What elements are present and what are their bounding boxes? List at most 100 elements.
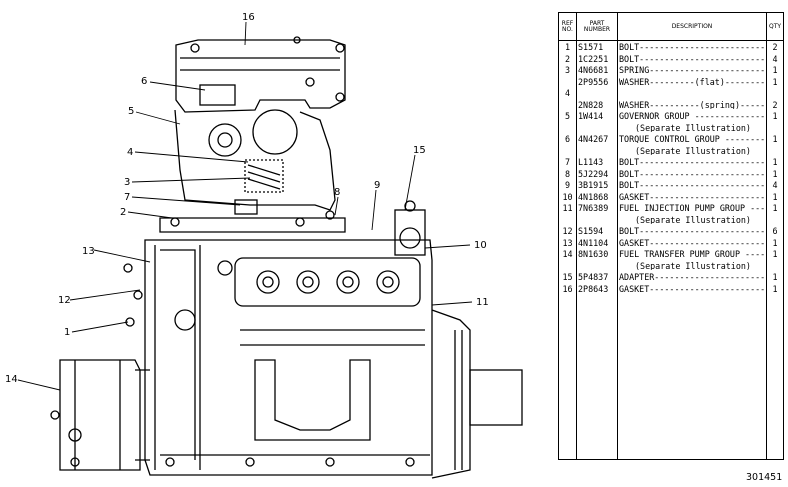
- description-cell: BOLT-----------------------------: [619, 181, 767, 190]
- part-number-cell: 4N6681: [578, 66, 609, 75]
- qty-cell: 1: [772, 284, 778, 293]
- description-cell: SPRING---------------------------: [619, 66, 767, 75]
- table-row: (Separate Illustration): [559, 147, 783, 158]
- header-ref-text: REF NO.: [561, 19, 574, 33]
- callout-15: 15: [413, 145, 426, 156]
- ref-cell: 11: [562, 204, 573, 213]
- ref-cell: 1: [564, 43, 571, 52]
- callout-2: 2: [120, 207, 126, 218]
- table-row: 2 1C2251 BOLT-----------------------------…: [559, 55, 783, 66]
- description-cell: (Separate Illustration): [635, 215, 751, 224]
- governor-top-cover: [175, 39, 346, 113]
- qty-cell: 6: [772, 227, 778, 236]
- pump-assembly-drawing: 16 6 5 4 3 7 2 13 12 1 14 15 8 9 10 11: [5, 12, 523, 479]
- description-cell: ADAPTER--------------------------: [619, 273, 767, 282]
- qty-cell: 1: [772, 158, 778, 167]
- header-desc-text: DESCRIPTION: [671, 22, 713, 30]
- table-row: 4: [559, 89, 783, 100]
- description-cell: GASKET---------------------------: [619, 238, 767, 247]
- description-cell: (Separate Illustration): [635, 123, 751, 132]
- table-row: 16 2P8643 GASKET--------------------------…: [559, 285, 783, 296]
- qty-cell: 1: [772, 273, 778, 282]
- column-divider: [617, 13, 618, 459]
- part-number-cell: 4N1104: [578, 238, 609, 247]
- ref-cell: 4: [564, 89, 571, 98]
- callout-13: 13: [82, 246, 95, 257]
- part-number-cell: 2P9556: [578, 77, 609, 86]
- callout-3: 3: [124, 177, 130, 188]
- description-cell: BOLT-----------------------------: [619, 227, 767, 236]
- qty-cell: 1: [772, 204, 778, 213]
- description-cell: (Separate Illustration): [635, 261, 751, 270]
- table-row: 12 S1594 BOLT-----------------------------…: [559, 227, 783, 238]
- ref-cell: 6: [564, 135, 571, 144]
- description-cell: GASKET---------------------------: [619, 284, 767, 293]
- qty-cell: 4: [772, 54, 778, 63]
- drive-end-flange: [431, 309, 471, 479]
- table-row: 85J2294BOLT-----------------------------…: [559, 170, 783, 181]
- callout-1: 1: [64, 327, 70, 338]
- description-cell: (Separate Illustration): [635, 146, 751, 155]
- table-header: REF NO. PART NUMBER DESCRIPTION QTY: [559, 13, 783, 41]
- header-part-text: PART NUMBER: [583, 19, 611, 33]
- table-row: 34N6681SPRING---------------------------…: [559, 66, 783, 77]
- part-number-cell: L1143: [578, 158, 604, 167]
- ref-cell: 15: [562, 273, 573, 282]
- callout-5: 5: [128, 106, 134, 117]
- qty-cell: 1: [772, 112, 778, 121]
- ref-cell: 2: [564, 54, 571, 63]
- qty-cell: 1: [772, 66, 778, 75]
- part-number-cell: 3B1915: [578, 181, 609, 190]
- part-number-cell: 4N4267: [578, 135, 609, 144]
- header-description: DESCRIPTION: [618, 13, 766, 40]
- description-cell: BOLT-----------------------------: [619, 169, 767, 178]
- adapter-fitting: [394, 209, 426, 256]
- table-row: 7 L1143 BOLT----------------------------- 1: [559, 158, 783, 169]
- qty-cell: 1: [772, 250, 778, 259]
- exploded-view-illustration: 16 6 5 4 3 7 2 13 12 1 14 15 8 9 10 11: [5, 12, 523, 479]
- table-row: 104N1868GASKET--------------------------…: [559, 193, 783, 204]
- description-cell: GASKET---------------------------: [619, 192, 767, 201]
- qty-cell: 4: [772, 181, 778, 190]
- header-ref-no: REF NO.: [559, 13, 576, 40]
- description-cell: BOLT-----------------------------: [619, 54, 767, 63]
- part-number-cell: 1C2251: [578, 54, 609, 63]
- part-number-cell: 1W414: [578, 112, 604, 121]
- cover-ribs: [180, 57, 340, 71]
- table-row: (Separate Illustration): [559, 216, 783, 227]
- housing-lower-cavity: [254, 359, 371, 441]
- qty-cell: 1: [772, 77, 778, 86]
- table-row: (Separate Illustration): [559, 124, 783, 135]
- table-row: 93B1915BOLT-----------------------------…: [559, 181, 783, 192]
- part-number-cell: 7N6389: [578, 204, 609, 213]
- callout-16: 16: [242, 12, 255, 23]
- description-cell: BOLT-----------------------------: [619, 43, 767, 52]
- part-number-cell: S1594: [578, 227, 604, 236]
- part-number-cell: 8N1630: [578, 250, 609, 259]
- table-row: 134N1104GASKET--------------------------…: [559, 239, 783, 250]
- qty-cell: 1: [772, 192, 778, 201]
- drive-shaft: [469, 369, 523, 426]
- drawing-number: 301451: [746, 472, 783, 483]
- callout-6: 6: [141, 76, 147, 87]
- part-number-cell: 2N828: [578, 100, 604, 109]
- callout-12: 12: [58, 295, 71, 306]
- callout-14: 14: [5, 374, 18, 385]
- ref-cell: 5: [564, 112, 571, 121]
- description-cell: FUEL TRANSFER PUMP GROUP ---------: [619, 250, 767, 259]
- column-divider: [576, 13, 577, 459]
- ref-cell: 12: [562, 227, 573, 236]
- ref-cell: 7: [564, 158, 571, 167]
- qty-cell: 1: [772, 169, 778, 178]
- part-number-cell: 5J2294: [578, 169, 609, 178]
- ref-cell: 16: [562, 284, 573, 293]
- qty-cell: 1: [772, 238, 778, 247]
- part-number-cell: 2P8643: [578, 284, 609, 293]
- description-cell: BOLT-----------------------------: [619, 158, 767, 167]
